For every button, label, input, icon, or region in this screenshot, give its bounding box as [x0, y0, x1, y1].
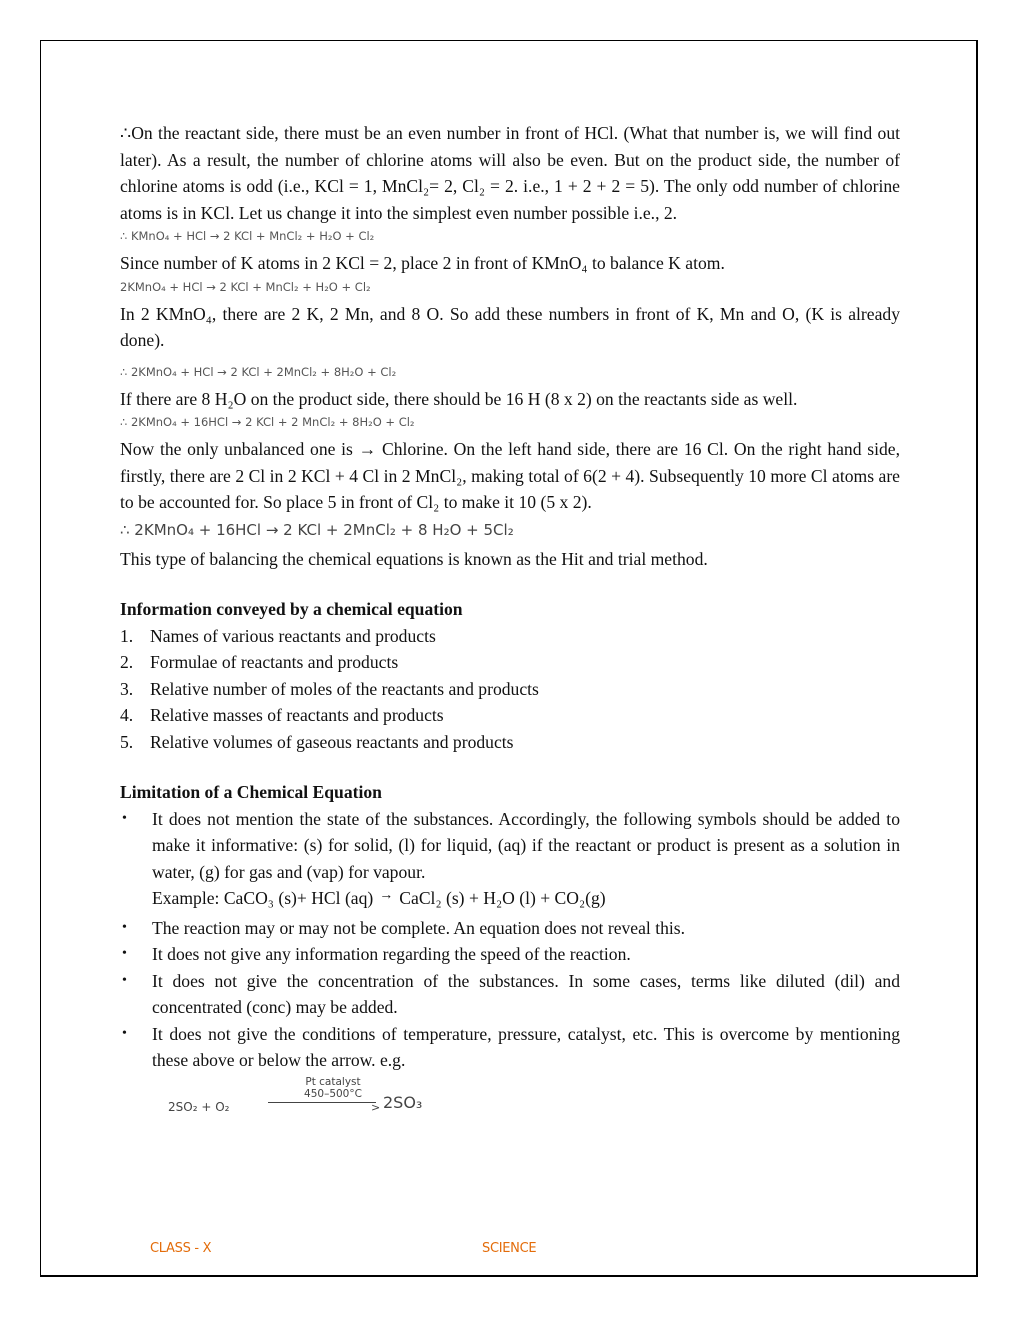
list-text: It does not give the concentration of th…: [152, 970, 900, 1018]
page-border: [40, 40, 978, 1277]
paragraph-reactant-side: ∴On the reactant side, there must be an …: [120, 123, 900, 223]
limitation-list: • It does not mention the state of the s…: [120, 806, 900, 1074]
info-list-item: 4. Relative masses of reactants and produ…: [120, 702, 900, 729]
info-list-item: 1. Names of various reactants and product…: [120, 623, 900, 650]
equation-step-4: ∴ 2KMnO₄ + 16HCl → 2 KCl + 2 MnCl₂ + 8H₂…: [120, 415, 415, 429]
list-number: 5.: [120, 731, 134, 752]
equation-step-3: ∴ 2KMnO₄ + HCl → 2 KCl + 2MnCl₂ + 8H₂O +…: [120, 364, 397, 379]
limitation-list-item: • It does not mention the state of the s…: [120, 806, 900, 915]
list-text: Relative masses of reactants and product…: [150, 705, 444, 725]
page-content: ∴On the reactant side, there must be an …: [120, 120, 900, 1120]
paragraph-h2o: If there are 8 H₂O on the product side, …: [120, 388, 798, 409]
limitation-list-item: • It does not give the conditions of tem…: [120, 1021, 900, 1074]
catalyst-equation: 2SO₂ + O₂ Pt catalyst 450–500°C > 2SO₃: [168, 1076, 900, 1120]
condition-temperature: 450–500°C: [304, 1087, 362, 1100]
equation-balanced: ∴ 2KMnO₄ + 16HCl → 2 KCl + 2MnCl₂ + 8 H₂…: [120, 520, 514, 539]
info-list-item: 3. Relative number of moles of the reacta…: [120, 676, 900, 703]
limitation-list-item: • It does not give any information regar…: [120, 941, 900, 968]
arrow-head-icon: >: [371, 1100, 381, 1114]
list-text: It does not give any information regardi…: [152, 944, 631, 964]
paragraph-chlorine: Now the only unbalanced one is → Chlorin…: [120, 439, 900, 512]
equation-step-1: ∴ KMnO₄ + HCl → 2 KCl + MnCl₂ + H₂O + Cl…: [120, 229, 375, 243]
info-list-item: 2. Formulae of reactants and products: [120, 649, 900, 676]
list-text: Relative number of moles of the reactant…: [150, 678, 539, 699]
limitation-heading: Limitation of a Chemical Equation: [120, 782, 382, 802]
example-reactants: Example: CaCO₃ (s)+ HCl (aq): [152, 888, 374, 908]
catalyst-equation-products: 2SO₃: [383, 1092, 423, 1112]
bullet-icon: •: [122, 810, 127, 826]
list-number: 1.: [120, 625, 134, 646]
list-text: The reaction may or may not be complete.…: [152, 917, 686, 938]
bullet-icon: •: [122, 972, 127, 988]
footer-class: CLASS - X: [150, 1241, 212, 1256]
paragraph-kmno4-atoms: In 2 KMnO₄, there are 2 K, 2 Mn, and 8 O…: [120, 303, 900, 351]
bullet-icon: •: [122, 1025, 127, 1041]
equation-step-2: 2KMnO₄ + HCl → 2 KCl + MnCl₂ + H₂O + Cl₂: [120, 279, 371, 294]
paragraph-k-atoms: Since number of K atoms in 2 KCl = 2, pl…: [120, 253, 725, 273]
list-text: Names of various reactants and products: [150, 625, 436, 646]
list-number: 3.: [120, 678, 134, 699]
condition-catalyst: Pt catalyst: [305, 1075, 361, 1088]
bullet-icon: •: [122, 919, 127, 935]
list-text: Formulae of reactants and products: [150, 652, 399, 672]
example-products: CaCl₂ (s) + H₂O (l) + CO₂(g): [399, 888, 606, 908]
list-text: It does not mention the state of the sub…: [152, 808, 900, 882]
limitation-list-item: • It does not give the concentration of …: [120, 968, 900, 1021]
info-list: 1. Names of various reactants and product…: [120, 623, 900, 756]
info-heading: Information conveyed by a chemical equat…: [120, 599, 463, 619]
list-number: 4.: [120, 705, 134, 725]
arrow-icon: →: [379, 888, 394, 903]
footer-subject: SCIENCE: [482, 1241, 537, 1256]
limitation-list-item: • The reaction may or may not be complet…: [120, 915, 900, 942]
catalyst-equation-reactants: 2SO₂ + O₂: [168, 1099, 230, 1114]
info-list-item: 5. Relative volumes of gaseous reactants …: [120, 729, 900, 756]
reaction-arrow-icon: [268, 1101, 376, 1103]
bullet-icon: •: [122, 946, 127, 961]
list-text: Relative volumes of gaseous reactants an…: [150, 731, 514, 752]
paragraph-hit-trial: This type of balancing the chemical equa…: [120, 548, 708, 569]
catalyst-condition: Pt catalyst 450–500°C: [288, 1076, 378, 1100]
list-text: It does not give the conditions of tempe…: [152, 1023, 900, 1071]
state-symbol-example: Example: CaCO₃ (s)+ HCl (aq) → CaCl₂ (s) +…: [152, 885, 900, 915]
list-number: 2.: [120, 652, 134, 672]
